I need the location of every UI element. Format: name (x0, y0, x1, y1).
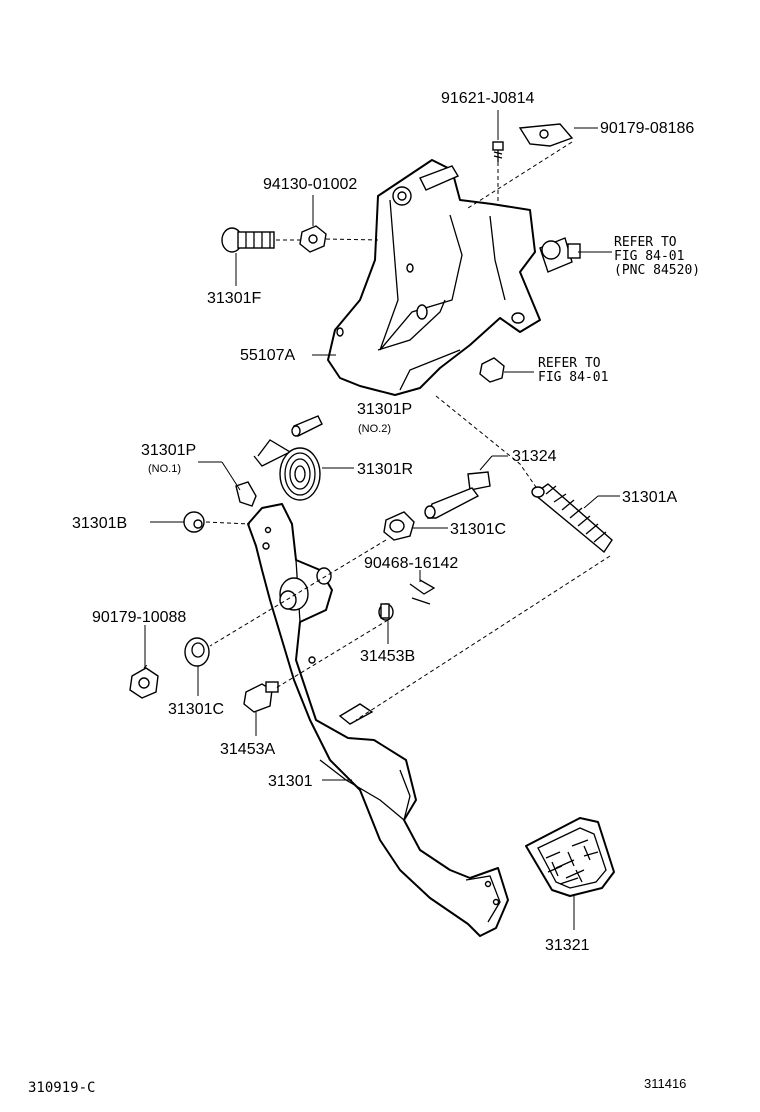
bolt-31301F (221, 227, 275, 253)
leader-lines (144, 110, 620, 930)
pin-31301P-no1 (235, 481, 257, 507)
label-31321: 31321 (545, 937, 590, 954)
label-31301F: 31301F (207, 290, 261, 307)
label-94130-01002: 94130-01002 (263, 176, 357, 193)
label-31301R: 31301R (357, 461, 413, 478)
part-labels: 91621-J0814 90179-08186 94130-01002 3130… (72, 90, 700, 954)
label-31301: 31301 (268, 773, 313, 790)
pin-31301P-no2 (291, 415, 323, 437)
nut-90179-10088 (129, 667, 159, 699)
label-refer-1-line1: REFER TO (614, 235, 677, 250)
pedal-pad (525, 817, 615, 897)
clip-90179-08186 (518, 123, 574, 147)
spring-31301A (531, 483, 613, 554)
label-91621-J0814: 91621-J0814 (441, 90, 535, 107)
pedal-arm (247, 503, 509, 937)
label-90179-08186: 90179-08186 (600, 120, 694, 137)
label-90179-10088: 90179-10088 (92, 609, 186, 626)
label-31324: 31324 (512, 448, 557, 465)
nut-refer (479, 357, 505, 383)
pedal-bracket (327, 159, 581, 396)
label-refer-2-line1: REFER TO (538, 356, 601, 371)
label-90468-16142: 90468-16142 (364, 555, 458, 572)
footer-left-code: 310919-C (28, 1080, 95, 1096)
label-31453B: 31453B (360, 648, 415, 665)
bushing-31453A (243, 681, 279, 713)
label-31301P-no2-sub: (NO.2) (358, 423, 391, 435)
bushing-31301C-left (184, 637, 210, 667)
label-31301C-left: 31301C (168, 701, 224, 718)
spring-31301R (253, 439, 321, 501)
label-31301B: 31301B (72, 515, 127, 532)
label-refer-1-line2: FIG 84-01 (614, 249, 684, 264)
footer-right-code: 311416 (644, 1076, 686, 1091)
label-55107A: 55107A (240, 347, 295, 364)
label-31453A: 31453A (220, 741, 275, 758)
clip-90468 (409, 579, 436, 605)
rod-31324 (424, 471, 491, 519)
label-31301P-no1-sub: (NO.1) (148, 463, 181, 475)
label-31301A: 31301A (622, 489, 677, 506)
bushing-31453B (378, 603, 394, 621)
bushing-31301C-right (383, 511, 415, 541)
label-refer-1-line3: (PNC 84520) (614, 263, 700, 278)
label-31301P-no1: 31301P (141, 442, 196, 459)
label-31301C-right: 31301C (450, 521, 506, 538)
bolt-91621 (492, 141, 504, 162)
label-refer-2-line2: FIG 84-01 (538, 370, 608, 385)
label-31301P-no2: 31301P (357, 401, 412, 418)
nut-94130 (299, 225, 327, 253)
bushing-31301B (183, 511, 205, 533)
assembly-dashed-lines (143, 141, 611, 721)
